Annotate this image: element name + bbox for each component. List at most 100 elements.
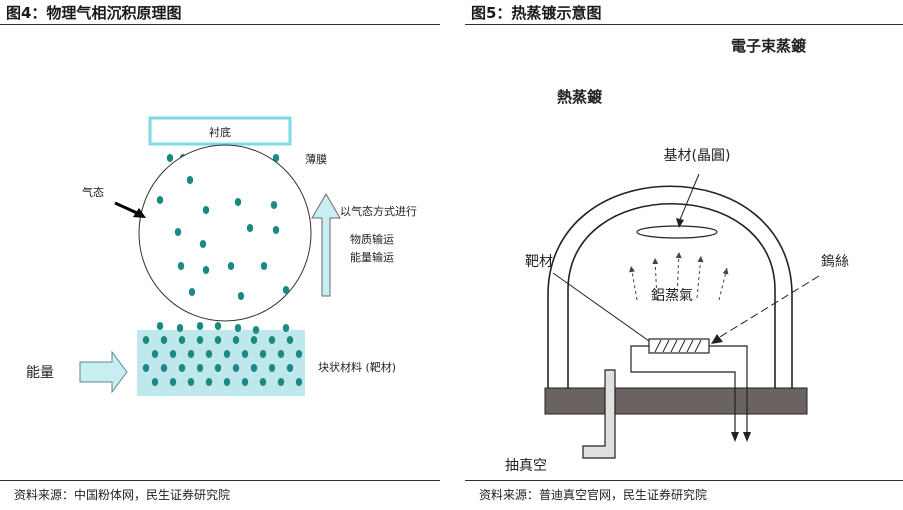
target-particle: [250, 336, 258, 344]
vacuum-pump-label: 抽真空: [505, 458, 547, 474]
target-surface-particle: [156, 322, 164, 330]
gas-particle: [282, 286, 290, 294]
gas-particle: [186, 176, 194, 184]
substrate-wafer-label: 基材(晶圓): [664, 147, 731, 164]
pvd-diagram: 衬底 薄膜 气态 以气态方式进行 物质输运 能量输运 块状材料 (靶材) 能量: [26, 116, 417, 396]
filament-label: 鎢絲: [821, 254, 849, 270]
target-surface-particle: [234, 324, 242, 332]
filament-pointer-head: [711, 334, 723, 344]
vapor-arrow-head: [722, 268, 729, 275]
gas-particle: [272, 226, 280, 234]
outer-bell-jar: [547, 185, 793, 388]
vapor-arrow-head: [652, 258, 659, 265]
target-surface-particle: [282, 324, 290, 332]
right-source-rule: [465, 480, 903, 481]
target-particle: [178, 336, 186, 344]
energy-input-arrow: [79, 350, 128, 394]
material-transport-label: 物质输运: [350, 232, 394, 246]
target-particles: [142, 322, 303, 386]
vapor-flow-arrows: [629, 251, 729, 301]
target-particle: [205, 350, 213, 358]
al-vapor-label: 鋁蒸氣: [651, 288, 693, 304]
target-particle: [187, 350, 195, 358]
target-particle: [178, 364, 186, 372]
target-particle: [250, 364, 258, 372]
target-particle: [187, 378, 195, 386]
wafer-pointer-line: [678, 173, 700, 223]
heater-coil: [654, 339, 702, 353]
gas-particle: [234, 198, 242, 206]
gas-particle: [246, 224, 254, 232]
gas-particle: [174, 228, 182, 236]
gas-particle: [156, 196, 164, 204]
target-particle: [268, 364, 276, 372]
gas-particle: [227, 262, 235, 270]
gas-phase-ellipse: [138, 144, 312, 322]
base-plate: [544, 387, 808, 415]
film-particle: [166, 154, 174, 162]
vapor-arrow-head: [675, 252, 682, 259]
target-particle: [277, 378, 285, 386]
target-pointer-line: [552, 272, 650, 342]
target-particle: [160, 364, 168, 372]
right-figure-panel: 图5：热蒸镀示意图 電子束蒸鍍 熱蒸鍍 基材(晶圓) 鋁蒸氣: [465, 0, 903, 510]
target-particle: [223, 350, 231, 358]
gas-pointer-arrow: [114, 201, 146, 218]
thermal-label: 熱蒸鍍: [557, 88, 603, 106]
bulk-target-label: 块状材料 (靶材): [318, 360, 396, 374]
target-particle: [295, 350, 303, 358]
gas-particle: [199, 240, 207, 248]
target-particle: [169, 378, 177, 386]
target-surface-particle: [252, 326, 260, 334]
target-particle: [214, 364, 222, 372]
target-particle: [232, 364, 240, 372]
wafer-substrate: [636, 225, 718, 239]
electrode-lead-right: [709, 345, 748, 440]
target-particle: [223, 378, 231, 386]
target-particle: [295, 378, 303, 386]
lead-arrow-left: [731, 432, 739, 442]
target-particle: [232, 336, 240, 344]
upward-transport-arrow: [311, 193, 341, 297]
left-figure-title: 图4：物理气相沉积原理图: [6, 4, 182, 22]
vapor-arrow-line: [654, 257, 658, 301]
target-particle: [151, 378, 159, 386]
left-title-rule: [0, 24, 440, 25]
vapor-arrow-line: [696, 255, 702, 299]
gas-transport-label: 以气态方式进行: [340, 204, 417, 218]
target-particle: [160, 336, 168, 344]
right-source-note: 资料来源：普迪真空官网，民生证券研究院: [479, 488, 708, 502]
target-particle: [286, 364, 294, 372]
filament-pointer-line: [714, 275, 820, 341]
left-source-note: 资料来源：中国粉体网，民生证券研究院: [14, 488, 231, 502]
target-particle: [259, 378, 267, 386]
target-particle: [241, 350, 249, 358]
thermal-evaporation-diagram: 電子束蒸鍍 熱蒸鍍 基材(晶圓) 鋁蒸氣 靶材: [505, 37, 849, 474]
left-source-rule: [0, 480, 440, 481]
inner-bell-jar: [567, 203, 776, 388]
film-particle: [272, 154, 280, 162]
target-particle: [268, 336, 276, 344]
left-figure-panel: 图4：物理气相沉积原理图 衬底 薄膜 气态 以气态方式进行 物质输运 能量输运 …: [0, 0, 440, 510]
film-label: 薄膜: [305, 152, 327, 166]
target-particle: [259, 350, 267, 358]
vapor-arrow-head: [629, 266, 635, 273]
right-title-rule: [465, 24, 903, 25]
target-surface-particle: [196, 322, 204, 330]
gas-particles: [156, 176, 290, 300]
gas-particle: [188, 288, 196, 296]
energy-transport-label: 能量输运: [350, 250, 394, 264]
target-particle: [277, 350, 285, 358]
gas-state-label: 气态: [82, 185, 104, 199]
substrate-label: 衬底: [209, 125, 231, 139]
target-particle: [205, 378, 213, 386]
target-particle: [214, 336, 222, 344]
gas-particle: [202, 266, 210, 274]
vacuum-pipe: [582, 369, 616, 459]
target-particle: [286, 336, 294, 344]
target-label: 靶材: [525, 254, 553, 270]
gas-particle: [260, 262, 268, 270]
target-particle: [151, 350, 159, 358]
right-figure-title: 图5：热蒸镀示意图: [471, 4, 602, 22]
target-particle: [169, 350, 177, 358]
